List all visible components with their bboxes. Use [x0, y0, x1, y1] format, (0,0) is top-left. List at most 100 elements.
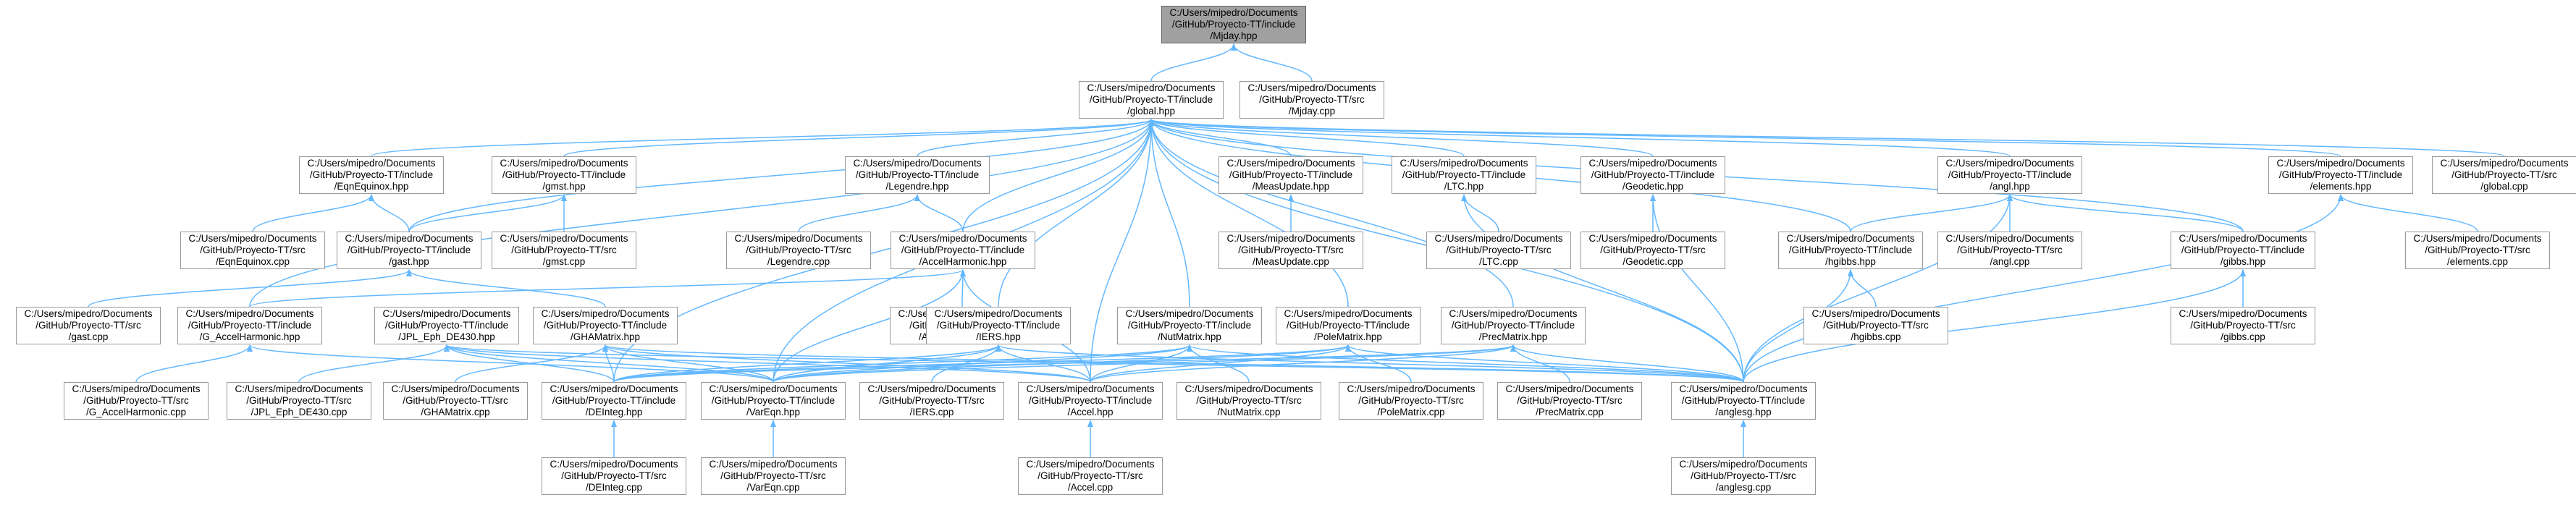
graph-node-angl-hpp[interactable]: C:/Users/mipedro/Documents/GitHub/Proyec…: [1937, 156, 2082, 194]
node-label-line: C:/Users/mipedro/Documents: [1026, 383, 1155, 394]
graph-node-gibbs-hpp[interactable]: C:/Users/mipedro/Documents/GitHub/Proyec…: [2171, 232, 2315, 269]
graph-node-hgibbs-cpp[interactable]: C:/Users/mipedro/Documents/GitHub/Proyec…: [1803, 307, 1948, 344]
graph-node-anglesg-cpp[interactable]: C:/Users/mipedro/Documents/GitHub/Proyec…: [1671, 457, 1816, 495]
graph-node-iers-hpp[interactable]: C:/Users/mipedro/Documents/GitHub/Proyec…: [926, 307, 1071, 344]
graph-node-polematrix-cpp[interactable]: C:/Users/mipedro/Documents/GitHub/Proyec…: [1339, 382, 1483, 420]
edge-vareqn-hpp-to-iers-hpp: [773, 344, 1001, 383]
edge-anglesg-hpp-to-polematrix-hpp: [1345, 344, 1744, 383]
graph-node-ltc-hpp[interactable]: C:/Users/mipedro/Documents/GitHub/Proyec…: [1392, 156, 1536, 194]
node-label-line: /PrecMatrix.cpp: [1536, 407, 1604, 417]
graph-node-jpl-eph-hpp[interactable]: C:/Users/mipedro/Documents/GitHub/Proyec…: [374, 307, 519, 344]
graph-node-accelharmonic-hpp[interactable]: C:/Users/mipedro/Documents/GitHub/Proyec…: [891, 232, 1035, 269]
edge-anglesg-hpp-to-hgibbs-hpp: [1743, 269, 1853, 383]
graph-node-eqnequinox-cpp[interactable]: C:/Users/mipedro/Documents/GitHub/Proyec…: [180, 232, 325, 269]
node-label-line: /Mjday.cpp: [1288, 106, 1336, 116]
edge-accel-hpp-to-ghamatrix-hpp: [602, 344, 1091, 383]
node-label-line: /GitHub/Proyecto-TT/src: [1517, 395, 1622, 406]
graph-node-elements-hpp[interactable]: C:/Users/mipedro/Documents/GitHub/Proyec…: [2268, 156, 2413, 194]
edge-iers-hpp-to-global-hpp: [998, 119, 1154, 308]
graph-node-ghamatrix-cpp[interactable]: C:/Users/mipedro/Documents/GitHub/Proyec…: [383, 382, 528, 420]
node-label-line: /GitHub/Proyecto-TT/include: [1089, 94, 1213, 105]
node-label-line: C:/Users/mipedro/Documents: [72, 383, 201, 394]
node-label-line: /gmst.hpp: [542, 181, 586, 192]
graph-node-legendre-cpp[interactable]: C:/Users/mipedro/Documents/GitHub/Proyec…: [726, 232, 871, 269]
graph-node-g-accelharmonic-cpp[interactable]: C:/Users/mipedro/Documents/GitHub/Proyec…: [64, 382, 209, 420]
graph-node-precmatrix-hpp[interactable]: C:/Users/mipedro/Documents/GitHub/Proyec…: [1441, 307, 1586, 344]
graph-node-nutmatrix-cpp[interactable]: C:/Users/mipedro/Documents/GitHub/Proyec…: [1177, 382, 1321, 420]
graph-node-angl-cpp[interactable]: C:/Users/mipedro/Documents/GitHub/Proyec…: [1937, 232, 2082, 269]
node-label-line: /GitHub/Proyecto-TT/include: [2278, 169, 2403, 180]
graph-node-iers-cpp[interactable]: C:/Users/mipedro/Documents/GitHub/Proyec…: [859, 382, 1004, 420]
edge-deinteg-hpp-to-precmatrix-hpp: [613, 344, 1516, 383]
node-label-line: /gmst.cpp: [542, 256, 586, 267]
graph-node-geodetic-hpp[interactable]: C:/Users/mipedro/Documents/GitHub/Proyec…: [1580, 156, 1725, 194]
node-label-line: C:/Users/mipedro/Documents: [934, 308, 1063, 319]
edge-precmatrix-hpp-to-global-hpp: [1148, 119, 1514, 308]
node-label-line: C:/Users/mipedro/Documents: [188, 233, 317, 244]
node-label-line: /GitHub/Proyecto-TT/include: [1127, 320, 1252, 331]
graph-node-polematrix-hpp[interactable]: C:/Users/mipedro/Documents/GitHub/Proyec…: [1276, 307, 1420, 344]
node-label-line: /DEInteg.hpp: [585, 407, 643, 417]
graph-node-global-hpp[interactable]: C:/Users/mipedro/Documents/GitHub/Proyec…: [1079, 81, 1224, 119]
graph-node-anglesg-hpp[interactable]: C:/Users/mipedro/Documents/GitHub/Proyec…: [1671, 382, 1816, 420]
node-label-line: /AccelHarmonic.hpp: [919, 256, 1007, 267]
node-label-line: C:/Users/mipedro/Documents: [1811, 308, 1940, 319]
graph-node-elements-cpp[interactable]: C:/Users/mipedro/Documents/GitHub/Proyec…: [2405, 232, 2550, 269]
node-label-line: /JPL_Eph_DE430.hpp: [398, 331, 495, 342]
node-label-line: /GitHub/Proyecto-TT/src: [879, 395, 985, 406]
graph-node-eqnequinox-hpp[interactable]: C:/Users/mipedro/Documents/GitHub/Proyec…: [299, 156, 444, 194]
node-label-line: /LTC.hpp: [1444, 181, 1484, 192]
node-label-line: /GitHub/Proyecto-TT/src: [1600, 245, 1706, 255]
edge-vareqn-hpp-to-precmatrix-hpp: [773, 344, 1516, 383]
node-label-line: C:/Users/mipedro/Documents: [1226, 233, 1355, 244]
edge-gmst-hpp-to-global-hpp: [563, 119, 1154, 157]
graph-node-mjday-cpp[interactable]: C:/Users/mipedro/Documents/GitHub/Proyec…: [1239, 81, 1384, 119]
node-label-line: /PoleMatrix.cpp: [1377, 407, 1445, 417]
graph-node-jpl-eph-cpp[interactable]: C:/Users/mipedro/Documents/GitHub/Proyec…: [227, 382, 371, 420]
graph-node-geodetic-cpp[interactable]: C:/Users/mipedro/Documents/GitHub/Proyec…: [1580, 232, 1725, 269]
graph-node-global-cpp[interactable]: C:/Users/mipedro/Documents/GitHub/Proyec…: [2432, 156, 2576, 194]
node-label-line: C:/Users/mipedro/Documents: [1399, 158, 1528, 169]
graph-node-gast-cpp[interactable]: C:/Users/mipedro/Documents/GitHub/Proyec…: [16, 307, 161, 344]
edge-gast-cpp-to-gast-hpp: [88, 269, 412, 308]
graph-node-measupdate-cpp[interactable]: C:/Users/mipedro/Documents/GitHub/Proyec…: [1218, 232, 1363, 269]
graph-node-gibbs-cpp[interactable]: C:/Users/mipedro/Documents/GitHub/Proyec…: [2171, 307, 2315, 344]
node-label-line: /PrecMatrix.hpp: [1478, 331, 1548, 342]
graph-node-ghamatrix-hpp[interactable]: C:/Users/mipedro/Documents/GitHub/Proyec…: [533, 307, 678, 344]
node-label-line: /hgibbs.cpp: [1851, 331, 1901, 342]
edge-g-accelharmonic-hpp-to-global-hpp: [249, 119, 1154, 308]
graph-node-ltc-cpp[interactable]: C:/Users/mipedro/Documents/GitHub/Proyec…: [1426, 232, 1571, 269]
edge-anglesg-hpp-to-ghamatrix-hpp: [602, 344, 1744, 383]
graph-node-g-accelharmonic-hpp[interactable]: C:/Users/mipedro/Documents/GitHub/Proyec…: [177, 307, 322, 344]
edge-measupdate-hpp-to-global-hpp: [1148, 119, 1292, 157]
graph-node-accel-hpp[interactable]: C:/Users/mipedro/Documents/GitHub/Proyec…: [1018, 382, 1163, 420]
graph-node-accel-cpp[interactable]: C:/Users/mipedro/Documents/GitHub/Proyec…: [1018, 457, 1163, 495]
node-label-line: /IERS.hpp: [976, 331, 1021, 342]
edge-anglesg-hpp-to-geodetic-hpp: [1650, 194, 1744, 383]
graph-node-vareqn-hpp[interactable]: C:/Users/mipedro/Documents/GitHub/Proyec…: [701, 382, 846, 420]
graph-node-legendre-hpp[interactable]: C:/Users/mipedro/Documents/GitHub/Proyec…: [845, 156, 990, 194]
node-label-line: C:/Users/mipedro/Documents: [235, 383, 363, 394]
graph-node-vareqn-cpp[interactable]: C:/Users/mipedro/Documents/GitHub/Proyec…: [701, 457, 846, 495]
graph-node-deinteg-cpp[interactable]: C:/Users/mipedro/Documents/GitHub/Proyec…: [542, 457, 686, 495]
edge-vareqn-hpp-to-ghamatrix-hpp: [602, 344, 774, 383]
graph-node-hgibbs-hpp[interactable]: C:/Users/mipedro/Documents/GitHub/Proyec…: [1778, 232, 1923, 269]
node-label-line: /GitHub/Proyecto-TT/include: [1171, 19, 1296, 30]
node-label-line: C:/Users/mipedro/Documents: [1786, 233, 1915, 244]
node-label-line: /VarEqn.cpp: [746, 482, 800, 493]
node-label-line: /EqnEquinox.cpp: [215, 256, 290, 267]
node-label-line: /GitHub/Proyecto-TT/include: [2181, 245, 2305, 255]
graph-node-gmst-cpp[interactable]: C:/Users/mipedro/Documents/GitHub/Proyec…: [492, 232, 636, 269]
graph-node-nutmatrix-hpp[interactable]: C:/Users/mipedro/Documents/GitHub/Proyec…: [1117, 307, 1262, 344]
node-label-line: C:/Users/mipedro/Documents: [550, 383, 678, 394]
graph-node-gast-hpp[interactable]: C:/Users/mipedro/Documents/GitHub/Proyec…: [337, 232, 481, 269]
graph-node-gmst-hpp[interactable]: C:/Users/mipedro/Documents/GitHub/Proyec…: [492, 156, 636, 194]
node-label-line: /GitHub/Proyecto-TT/src: [1358, 395, 1464, 406]
node-label-line: /GitHub/Proyecto-TT/include: [309, 169, 434, 180]
node-label-line: C:/Users/mipedro/Documents: [1087, 82, 1216, 93]
graph-node-measupdate-hpp[interactable]: C:/Users/mipedro/Documents/GitHub/Proyec…: [1218, 156, 1363, 194]
edge-anglesg-hpp-to-iers-hpp: [996, 344, 1744, 383]
node-label-line: /GHAMatrix.hpp: [570, 331, 641, 342]
graph-node-precmatrix-cpp[interactable]: C:/Users/mipedro/Documents/GitHub/Proyec…: [1497, 382, 1642, 420]
graph-node-deinteg-hpp[interactable]: C:/Users/mipedro/Documents/GitHub/Proyec…: [542, 382, 686, 420]
